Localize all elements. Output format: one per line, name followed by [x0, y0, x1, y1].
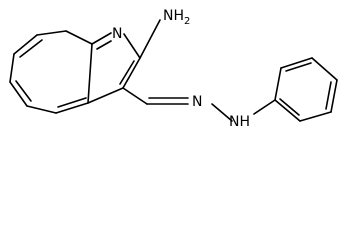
amine-subscript: 2 — [184, 16, 190, 27]
molecule-structure: N NH2 N NH — [9, 8, 338, 130]
hydrazone-nitrogen-label: N — [192, 94, 202, 110]
amine-nh-text: NH — [163, 8, 184, 24]
amine-label: NH2 — [163, 8, 190, 27]
amine-bond — [139, 19, 161, 59]
hydrazone-chain — [122, 87, 276, 122]
ring-nitrogen-label: N — [112, 26, 122, 42]
five-membered-ring — [87, 32, 141, 104]
fused-bond — [87, 43, 93, 104]
hydrazone-nh-label: NH — [229, 114, 250, 130]
seven-membered-ring — [9, 30, 93, 114]
phenyl-ring — [274, 57, 338, 122]
